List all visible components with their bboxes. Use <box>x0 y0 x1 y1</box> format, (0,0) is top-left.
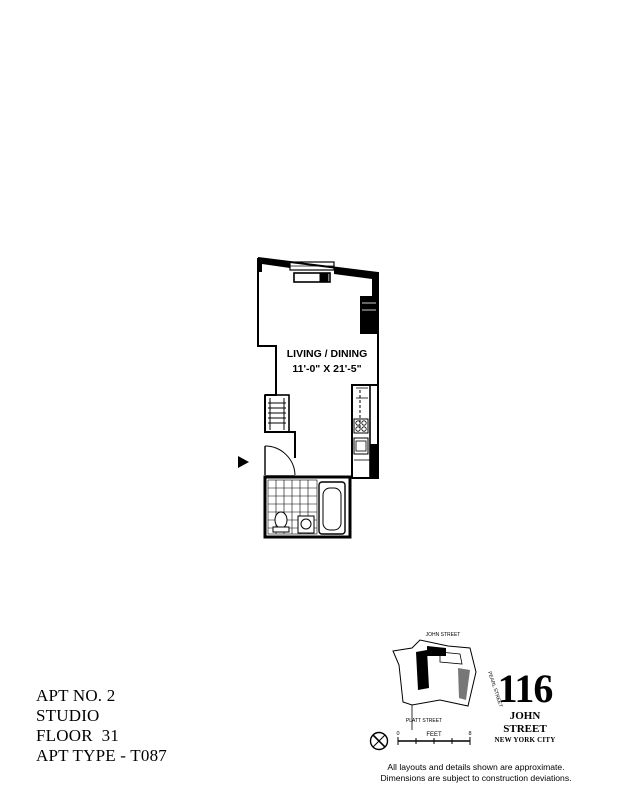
room-name: LIVING / DINING <box>287 348 368 360</box>
street-bottom-label: PLATT STREET <box>406 718 442 724</box>
key-plan: JOHN STREET PEARL STREET PLATT STREET <box>392 632 503 730</box>
disclaimer: All layouts and details shown are approx… <box>360 762 592 784</box>
brand-logo: 116 JOHN STREET NEW YORK CITY <box>490 668 560 745</box>
brand-line1: JOHN <box>509 710 541 722</box>
apartment-info: APT NO. 2 STUDIO FLOOR 31 APT TYPE - T08… <box>36 686 167 766</box>
bathroom <box>263 475 352 539</box>
entry-door <box>264 445 296 477</box>
scale-end: 8 <box>468 731 471 737</box>
kitchen-counter <box>351 384 371 479</box>
apt-unit-type: STUDIO <box>36 706 100 725</box>
room-dimensions: 11'-0" X 21'-5" <box>292 363 361 375</box>
left-closet <box>264 394 290 433</box>
window <box>289 261 335 283</box>
apt-type-code: APT TYPE - T087 <box>36 746 167 765</box>
brand-number: 116 <box>497 666 554 711</box>
street-top-label: JOHN STREET <box>426 632 461 638</box>
disclaimer-line2: Dimensions are subject to construction d… <box>380 773 572 783</box>
disclaimer-line1: All layouts and details shown are approx… <box>387 762 565 772</box>
north-arrow-icon <box>369 731 389 751</box>
brand-line2: STREET <box>503 723 547 735</box>
apt-number: APT NO. 2 <box>36 686 116 705</box>
brand-line3: NEW YORK CITY <box>494 736 556 744</box>
scale-bar: 0 FEET 8 <box>396 731 472 745</box>
thick-walls <box>258 258 378 478</box>
entry-arrow-icon <box>238 456 249 468</box>
scale-label: FEET <box>426 732 442 738</box>
closet <box>362 302 376 311</box>
scale-start: 0 <box>396 731 399 737</box>
apt-floor: FLOOR 31 <box>36 726 120 745</box>
